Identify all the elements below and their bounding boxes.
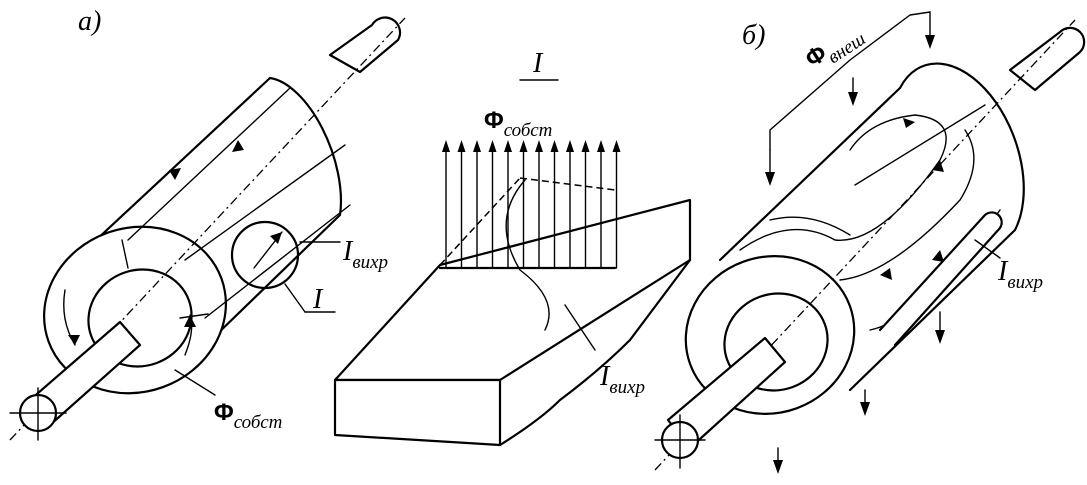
arrow-icon [232,140,244,152]
panel-b-tag: б) [742,20,765,51]
arrow-icon [473,140,481,152]
arrow-icon [860,402,870,416]
arrow-icon [504,140,512,152]
panel-a: a) Iвихр I Φсобст [9,6,406,441]
leader-line [564,304,596,351]
edge-line [854,104,986,186]
side-rod [878,211,1003,347]
panel-b: б) Φвнеш Iвихр [654,11,1086,474]
arrow-icon [932,250,944,262]
arrow-icon [935,330,945,344]
block-top [333,198,692,382]
arrow-icon [442,140,450,152]
arrow-icon [270,232,282,244]
i-eddy-detail-label: Iвихр [599,361,645,398]
eddy-loop [739,114,947,251]
arrow-icon [457,140,466,152]
arrow-icon [903,118,915,128]
shaft-a-far [328,16,402,74]
detail-ref-label: I [312,284,324,315]
arrow-icon [773,460,783,474]
arrow-icon [581,140,590,152]
phi-own-a-label: Φсобст [214,399,282,433]
i-eddy-a-label: Iвихр [342,236,388,273]
arrow-icon [519,140,528,152]
leader-line [284,283,306,313]
arrow-icon [925,35,935,49]
hidden-edge [519,177,616,191]
eddy-loop [769,216,851,236]
arrow-icon [880,268,892,280]
edge-line [184,144,346,261]
phi-ext-label: Φвнеш [801,18,870,79]
block-break [498,258,692,447]
arrow-icon [550,140,559,152]
arrow-icon [765,172,775,186]
ext-flux-bracket [769,11,931,151]
arrow-icon [597,140,605,152]
leader-line [974,239,1001,259]
eddy-boundary [505,179,550,331]
phi-own-detail-label: Φсобст [484,107,552,141]
eddy-loop [839,129,975,281]
detail-circle [230,220,300,290]
detail-tag: I [532,48,544,79]
arrow-icon [535,140,543,152]
edge-line [127,87,291,241]
field-arrows [442,140,621,269]
hidden-edge [439,177,521,266]
arrow-icon [612,140,621,152]
panel-detail: I Φсобст Iвихр [333,48,692,447]
leader-line [174,369,216,396]
panel-a-tag: a) [78,6,101,37]
block-front [333,378,502,447]
arrow-icon [566,140,574,152]
arrow-icon [169,168,181,180]
edge-line [204,204,351,319]
i-eddy-b-label: Iвихр [997,256,1043,293]
arrow-icon [488,140,497,152]
arrow-icon [184,315,196,327]
ring-segment [121,239,129,269]
ring-segment [179,313,209,319]
shaft-b-far [1008,26,1086,92]
arrow-icon [848,92,858,106]
arrow-icon [68,335,80,345]
